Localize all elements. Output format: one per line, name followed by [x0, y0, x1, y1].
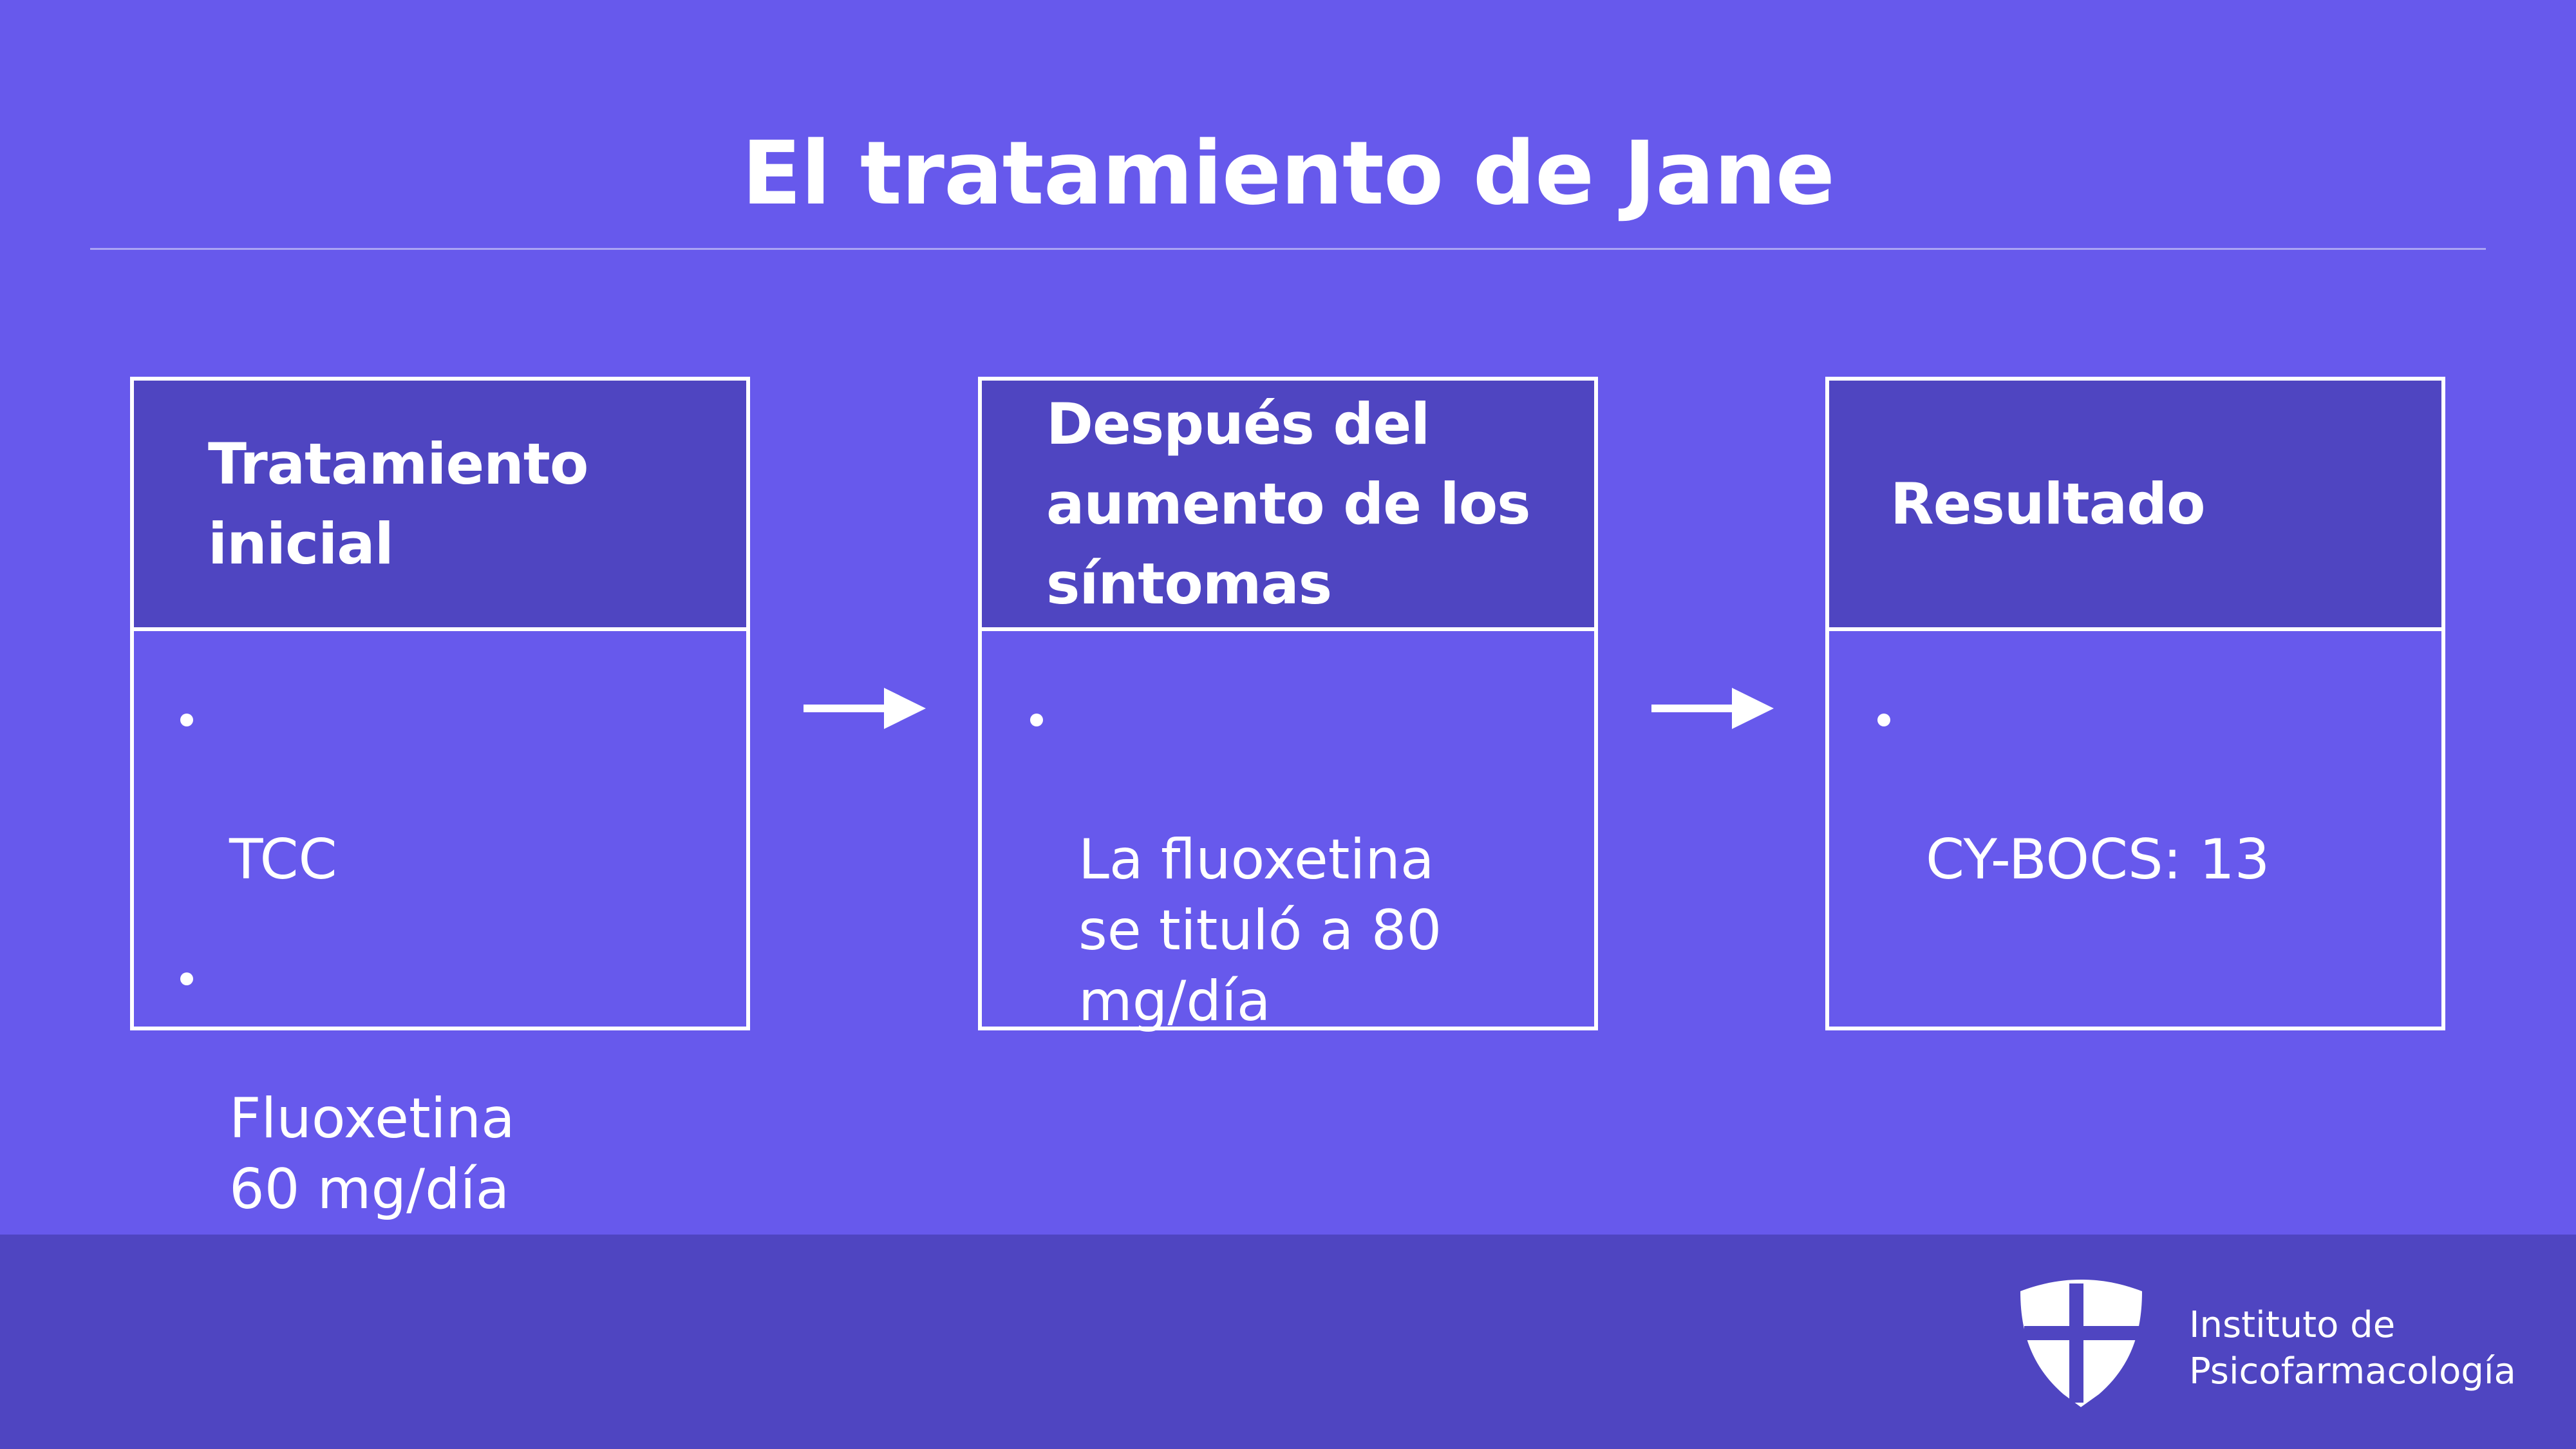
card-header: Después del aumento de los síntomas	[982, 381, 1594, 631]
arrow-right-icon	[1651, 688, 1774, 729]
bullet-dot-icon	[1877, 714, 1890, 726]
card-body: CY-BOCS: 13	[1829, 631, 2441, 942]
slide-title: El tratamiento de Jane	[741, 123, 1835, 225]
card-body: TCC Fluoxetina 60 mg/día	[134, 631, 746, 1271]
bullet-dot-icon	[180, 714, 193, 726]
bullet-item: TCC	[134, 683, 746, 895]
card-after-symptom-increase: Después del aumento de los síntomas La f…	[978, 377, 1598, 1034]
card-body: La fluoxetina se tituló a 80 mg/día	[982, 631, 1594, 1083]
bullet-text: Fluoxetina 60 mg/día	[229, 1086, 515, 1222]
bullet-text: TCC	[229, 828, 337, 892]
card-heading: Después del aumento de los síntomas	[1046, 390, 1531, 617]
bullet-item: Fluoxetina 60 mg/día	[134, 942, 746, 1225]
card-result: Resultado CY-BOCS: 13	[1825, 377, 2445, 1030]
shield-cross-icon	[2020, 1280, 2142, 1407]
arrow-right-icon	[804, 688, 926, 729]
bullet-text: CY-BOCS: 13	[1926, 828, 2270, 892]
card-heading: Resultado	[1890, 470, 2206, 537]
bullet-item: CY-BOCS: 13	[1829, 683, 2441, 895]
card-header: Tratamiento inicial	[134, 381, 746, 631]
bullet-dot-icon	[180, 972, 193, 985]
bullet-item: La fluoxetina se tituló a 80 mg/día	[982, 683, 1594, 1037]
organization-name: Instituto de Psicofarmacología	[2189, 1304, 2516, 1392]
footer-band	[0, 1235, 2576, 1449]
bullet-dot-icon	[1030, 714, 1043, 726]
title-divider	[90, 248, 2486, 250]
bullet-text: La fluoxetina se tituló a 80 mg/día	[1078, 828, 1442, 1034]
card-initial-treatment: Tratamiento inicial TCC Fluoxetina 60 mg…	[130, 377, 750, 1222]
card-header: Resultado	[1829, 381, 2441, 631]
card-heading: Tratamiento inicial	[208, 430, 588, 577]
